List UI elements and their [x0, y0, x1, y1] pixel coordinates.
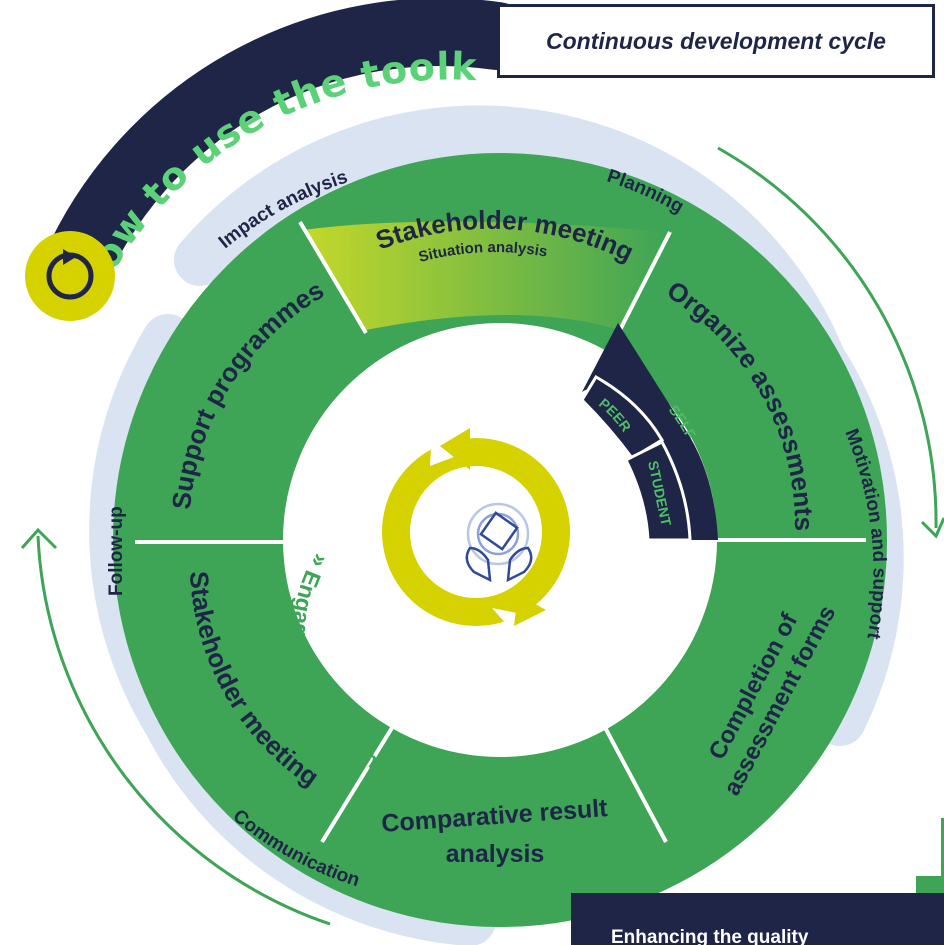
cycle-arrow-left-head [20, 527, 58, 550]
cycle-label-box: Continuous development cycle [497, 4, 935, 78]
title-arc-band [38, 0, 531, 310]
engagement-cycle-arrow-bottom [492, 608, 522, 640]
enhance-quality-text: Enhancing the quality [611, 927, 809, 945]
segment-stakeholder-top [303, 221, 668, 330]
cycle-arrow-left [36, 535, 331, 926]
hands-holding-icon [465, 502, 533, 583]
refresh-cycle-icon [25, 231, 115, 321]
enhance-connector-line [941, 818, 944, 878]
label-follow-up: Follow-up [106, 506, 127, 596]
cycle-arrow-right [717, 146, 938, 529]
enhance-quality-box: Enhancing the quality [571, 893, 944, 945]
assessment-student-block [623, 440, 692, 542]
engagement-cycle-head-a [440, 428, 470, 470]
enhance-connector-tab [916, 876, 944, 893]
cycle-arrow-right-head [920, 517, 944, 539]
ring-dividers [135, 220, 866, 844]
engagement-cycle-ring [382, 438, 570, 626]
engagement-cycle-head-b [514, 594, 546, 626]
svg-text:analysis: analysis [446, 840, 545, 868]
cycle-label: Continuous development cycle [546, 27, 886, 54]
